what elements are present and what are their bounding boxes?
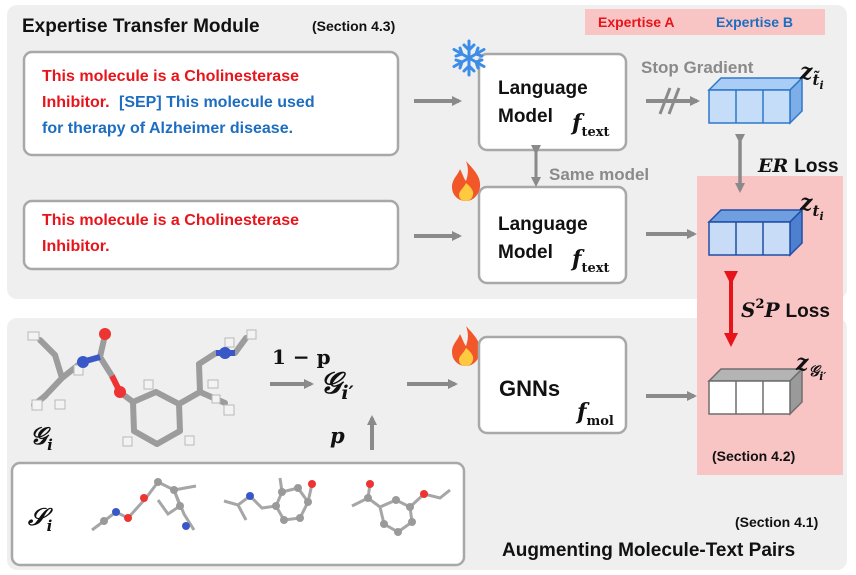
er-loss-symbol: ER <box>757 155 788 177</box>
s2p-word: Loss <box>786 301 830 322</box>
fire-icon <box>452 326 481 366</box>
text-a-b-line2: Inhibitor. [SEP] This molecule used <box>42 94 315 111</box>
s-i-sub: i <box>47 517 53 535</box>
s2p-P: P <box>764 298 781 322</box>
gnns-f-mol: fmol <box>575 399 614 429</box>
legend-expertise-b: Expertise B <box>716 14 793 30</box>
fire-icon <box>452 161 481 201</box>
f-mol-subscript: mol <box>586 414 613 429</box>
f-text-subscript-2: text <box>581 261 609 276</box>
language-model-frozen <box>477 52 628 152</box>
text-a-b-line1: This molecule is a Cholinesterase <box>42 68 299 85</box>
stop-gradient-label: Stop Gradient <box>641 58 754 77</box>
z-t-tilde-label: zt̃i <box>799 59 824 92</box>
one-minus-p-label: 1 − p <box>272 345 331 369</box>
stop-gradient-slash-1 <box>658 87 672 115</box>
embedding-z-g <box>707 367 804 416</box>
snowflake-icon <box>452 39 486 77</box>
text-input-box-a-b <box>22 50 400 157</box>
language-model-trainable <box>477 185 628 285</box>
z-t-subsub: i <box>819 210 823 223</box>
lm-frozen-f-text: ftext <box>570 110 610 140</box>
g-i-label: 𝒢i <box>30 421 53 454</box>
z-t-tilde-subsub: i <box>819 79 823 92</box>
stop-gradient-slash-2 <box>667 87 681 115</box>
transfer-title: Expertise Transfer Module <box>22 16 260 37</box>
f-text-symbol: f <box>570 110 585 136</box>
section-4-1-label: (Section 4.1) <box>735 514 818 530</box>
substructure-molecule-2 <box>223 477 316 524</box>
embedding-z-t-tilde <box>707 76 804 125</box>
gnns-label: GNNs <box>499 376 560 401</box>
molecule-g-i-image <box>27 328 257 447</box>
z-g-sub: 𝒢 <box>809 362 823 380</box>
er-loss-label: ER Loss <box>757 155 839 177</box>
lm-trainable-label-1: Language <box>498 214 588 235</box>
z-t-tilde-sub: t̃ <box>813 69 820 89</box>
z-t-sub: t <box>813 202 820 220</box>
f-text-subscript: text <box>581 125 609 140</box>
text-input-box-a <box>22 199 400 271</box>
z-t-label: zti <box>799 190 824 223</box>
same-model-label: Same model <box>549 165 649 184</box>
z-g-subsub: i′ <box>819 370 826 383</box>
z-t-tilde-symbol: z <box>799 59 813 85</box>
s2p-symbol: S <box>741 298 755 322</box>
substructure-set-box <box>10 461 466 567</box>
text-a-b-line3: for therapy of Alzheimer disease. <box>42 120 293 137</box>
s-i-label: 𝒮i <box>27 502 53 535</box>
substructure-molecule-3 <box>351 480 451 536</box>
lm-trainable-label-2: Model <box>498 242 553 263</box>
z-g-symbol: z <box>795 350 809 376</box>
f-text-symbol-2: f <box>570 246 585 272</box>
f-mol-symbol: f <box>575 399 590 425</box>
transfer-section: (Section 4.3) <box>312 18 395 34</box>
lm-trainable-f-text: ftext <box>570 246 610 276</box>
g-i-symbol: 𝒢 <box>30 421 51 450</box>
substructure-molecule-1 <box>91 478 197 532</box>
gnns-model <box>477 335 628 435</box>
augment-title: Augmenting Molecule-Text Pairs <box>502 540 795 561</box>
text-a-b-line2-b: [SEP] This molecule used <box>119 94 315 111</box>
er-loss-word: Loss <box>794 156 838 177</box>
section-4-2-label: (Section 4.2) <box>712 448 795 464</box>
p-label: p <box>330 423 345 448</box>
legend: Expertise A Expertise B <box>585 9 825 35</box>
g-iprime-sub: i′ <box>341 382 353 404</box>
text-a-line1: This molecule is a Cholinesterase <box>42 212 299 229</box>
s2p-superscript: 2 <box>755 297 764 312</box>
embedding-z-t <box>707 208 804 257</box>
z-g-label: z𝒢i′ <box>795 350 826 383</box>
lm-frozen-label-2: Model <box>498 106 553 127</box>
text-a-b-line2-a: Inhibitor. <box>42 94 110 111</box>
text-a-line2: Inhibitor. <box>42 238 110 255</box>
z-t-symbol: z <box>799 190 813 216</box>
lm-frozen-label-1: Language <box>498 78 588 99</box>
g-i-sub: i <box>47 436 53 454</box>
legend-expertise-a: Expertise A <box>598 14 675 30</box>
